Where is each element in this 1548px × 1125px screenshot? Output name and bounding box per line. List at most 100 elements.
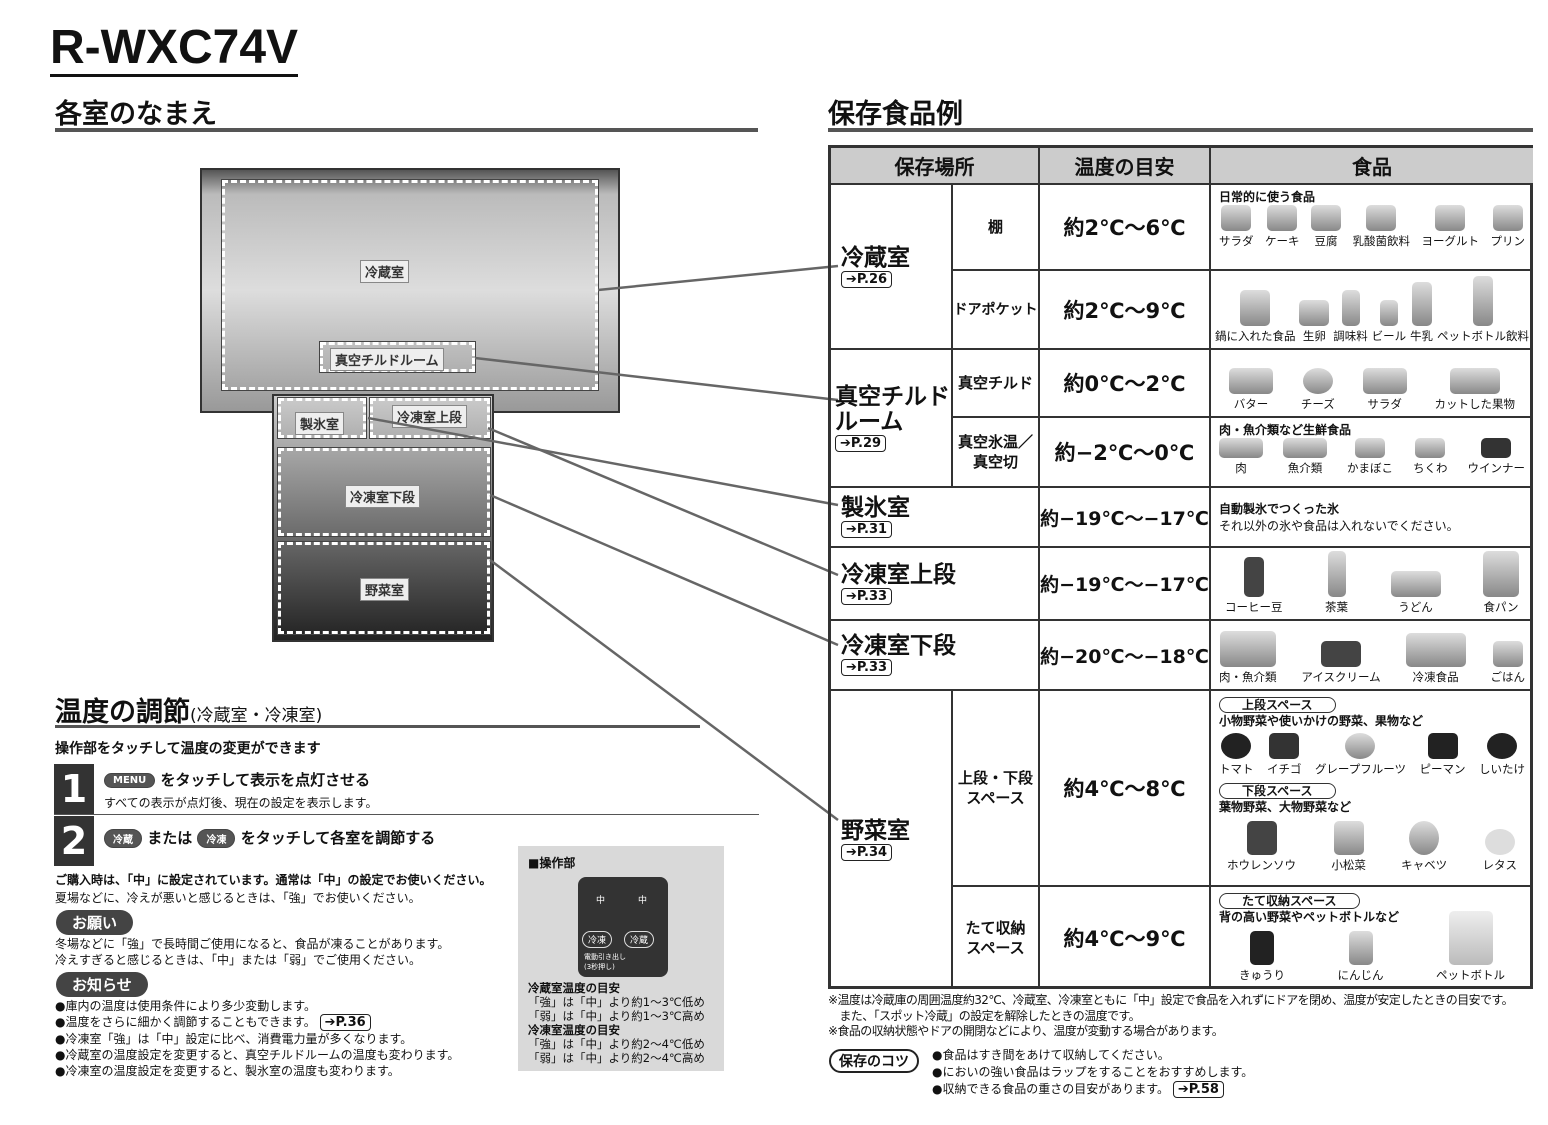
menu-button[interactable]: MENU — [104, 773, 156, 788]
request-badge: お願い — [56, 910, 134, 935]
sub-vacuum-ice-temp: 真空氷温／真空切 — [953, 418, 1040, 488]
room-name: 冷凍室下段 — [841, 633, 956, 659]
food-label: カットした果物 — [1434, 397, 1515, 411]
food-category: 日常的に使う食品 — [1219, 190, 1316, 204]
food-item: イチゴ — [1267, 733, 1301, 777]
fish-icon — [1283, 438, 1327, 458]
freezer-touch-button[interactable]: 冷凍 — [582, 931, 613, 948]
fridge-touch-button[interactable]: 冷蔵 — [624, 931, 655, 948]
tips-list: ●食品はすき間をあけて収納してください。 ●においの強い食品はラップをすることを… — [932, 1047, 1253, 1098]
food-items: 鍋に入れた食品 生卵 調味料 ビール 牛乳 ペットボトル飲料 — [1215, 276, 1529, 344]
strawberry-icon — [1269, 733, 1300, 759]
tomato-icon — [1221, 733, 1252, 759]
food-item: ピーマン — [1420, 733, 1466, 777]
temp-title: 温度の調節 — [55, 697, 190, 728]
food-item: カットした果物 — [1434, 368, 1515, 412]
pudding-icon — [1492, 205, 1523, 231]
food-items: トマト イチゴ グレープフルーツ ピーマン しいたけ — [1219, 733, 1525, 777]
food-label: 肉・魚介類 — [1219, 670, 1277, 684]
food-items: バター チーズ サラダ カットした果物 — [1219, 368, 1525, 412]
step-2-text: をタッチして各室を調節する — [240, 829, 436, 847]
meat-icon — [1219, 438, 1263, 458]
tip: ●収納できる食品の重さの目安があります。 ➔P.58 — [932, 1081, 1253, 1098]
footnote: ※温度は冷蔵庫の周囲温度約32℃、冷蔵室、冷凍室ともに「中」設定で食品を入れずに… — [828, 993, 1514, 1007]
food-item: レタス — [1482, 829, 1517, 873]
frozen-food-icon — [1405, 633, 1466, 667]
step-1: MENU をタッチして表示を点灯させる — [104, 769, 370, 790]
step-2-number: 2 — [54, 816, 94, 866]
page-ref-link[interactable]: ➔P.36 — [319, 1014, 371, 1031]
food-items: ホウレンソウ 小松菜 キャベツ レタス — [1219, 821, 1525, 873]
egg-icon — [1299, 300, 1330, 326]
fridge-guide-line: 「弱」は「中」より約1～3℃高め — [528, 1009, 705, 1023]
page-ref-link[interactable]: ➔P.33 — [841, 659, 893, 676]
food-item: 乳酸菌飲料 — [1353, 205, 1410, 249]
sub-veg-upper-lower: 上段・下段スペース — [953, 691, 1040, 887]
komatsuna-icon — [1333, 821, 1364, 855]
temp-upper-freezer: 約−19℃～−17℃ — [1040, 548, 1211, 621]
food-shelf: 日常的に使う食品 サラダ ケーキ 豆腐 乳酸菌飲料 ヨーグルト プリン — [1211, 185, 1533, 271]
food-label: 食パン — [1483, 600, 1519, 614]
food-label: 鍋に入れた食品 — [1215, 329, 1296, 343]
butter-icon — [1229, 368, 1273, 394]
food-item: コーヒー豆 — [1225, 557, 1283, 615]
page-ref-link[interactable]: ➔P.31 — [841, 521, 893, 538]
food-label: ピーマン — [1419, 762, 1466, 776]
food-label: ビール — [1371, 329, 1407, 343]
lower-freezer-label: 冷凍室下段 — [345, 485, 421, 508]
food-item: キャベツ — [1401, 821, 1447, 873]
pot-icon — [1240, 290, 1271, 326]
page-ref-link[interactable]: ➔P.33 — [841, 587, 893, 605]
temp-shelf: 約2℃～6℃ — [1040, 185, 1211, 271]
temp-vertical: 約4℃～9℃ — [1040, 887, 1211, 989]
kamaboko-icon — [1355, 438, 1385, 458]
milk-icon — [1411, 282, 1432, 326]
storage-table: 保存場所 温度の目安 食品 冷蔵室 ➔P.26 真空チルド ルーム ➔P.29 … — [828, 145, 1533, 989]
freezer-guide-line: 「強」は「中」より約2～4℃低め — [528, 1037, 705, 1051]
page-ref-link[interactable]: ➔P.29 — [835, 434, 887, 452]
tip: ●においの強い食品はラップをすることをおすすめします。 — [932, 1065, 1254, 1079]
freezer-button[interactable]: 冷凍 — [197, 829, 236, 848]
page-ref-link[interactable]: ➔P.26 — [841, 270, 893, 288]
food-item: トマト — [1219, 733, 1254, 777]
cabbage-icon — [1409, 821, 1440, 855]
page-ref-link[interactable]: ➔P.58 — [1172, 1081, 1224, 1098]
request-line: 冬場などに「強」で長時間ご使用になると、食品が凍ることがあります。 — [55, 937, 450, 951]
freezer-level: 中 — [596, 896, 606, 906]
food-item: グレープフルーツ — [1315, 733, 1406, 777]
fridge-button[interactable]: 冷蔵 — [104, 829, 142, 848]
food-label: ヨーグルト — [1421, 234, 1480, 248]
upper-space-tag: 上段スペース — [1219, 697, 1336, 713]
cheese-icon — [1302, 368, 1333, 394]
room-name: 冷蔵室 — [841, 244, 910, 271]
freezer-guide-line: 「弱」は「中」より約2～4℃高め — [528, 1051, 705, 1065]
room-chilled: 真空チルド ルーム ➔P.29 — [831, 350, 953, 488]
seasoning-icon — [1341, 290, 1360, 326]
notice-line: ●温度をさらに細かく調節することもできます。 ➔P.36 — [55, 1014, 459, 1031]
food-item: 肉・魚介類 — [1219, 631, 1277, 685]
beer-icon — [1379, 300, 1398, 326]
sub-vacuum-chilled: 真空チルド — [953, 350, 1040, 418]
control-panel: 中 中 冷凍 冷蔵 電動引き出し (3秒押し) — [578, 877, 668, 977]
food-label: ウインナー — [1467, 461, 1526, 475]
chilled-label: 真空チルドルーム — [330, 348, 444, 371]
footnote: ※食品の収納状態やドアの開閉などにより、温度が変動する場合があります。 — [828, 1024, 1224, 1038]
page-ref-link[interactable]: ➔P.34 — [841, 844, 893, 861]
fridge-label: 冷蔵室 — [360, 260, 410, 283]
ice-note: 自動製氷でつくった氷 — [1219, 501, 1340, 516]
header-temp: 温度の目安 — [1040, 148, 1211, 185]
temp-ice: 約−19℃～−17℃ — [1040, 488, 1211, 548]
divider — [55, 128, 758, 132]
cake-icon — [1267, 205, 1298, 231]
carrot-icon — [1348, 931, 1373, 965]
food-item: ペットボトル — [1436, 911, 1505, 983]
food-door: 鍋に入れた食品 生卵 調味料 ビール 牛乳 ペットボトル飲料 — [1211, 271, 1533, 350]
food-label: にんじん — [1337, 968, 1384, 982]
food-item: サラダ — [1219, 205, 1254, 249]
vegetable-compartment — [277, 541, 491, 635]
frozen-meat-icon — [1219, 631, 1276, 667]
cut-fruit-icon — [1449, 368, 1500, 394]
food-label: サラダ — [1219, 234, 1254, 248]
food-item: 肉 — [1219, 438, 1263, 476]
drink-icon — [1366, 205, 1397, 231]
